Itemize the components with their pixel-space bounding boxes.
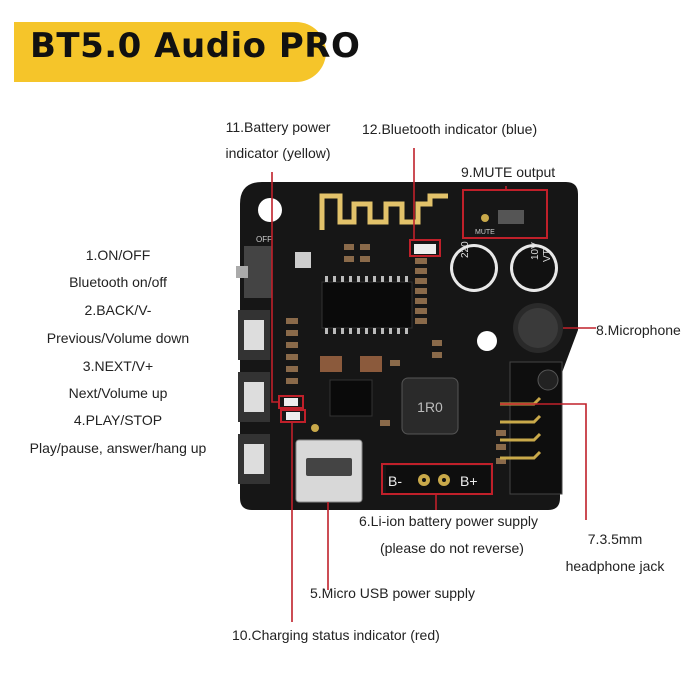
- tantalum-cap: [320, 356, 342, 372]
- label-liion: 6.Li-ion battery power supply: [359, 513, 538, 529]
- inductor: [401, 377, 459, 435]
- battery-led: [284, 398, 298, 406]
- label-microphone: 8.Microphone: [596, 322, 681, 338]
- mute-pad: [481, 214, 489, 222]
- side-buttons: [236, 246, 272, 484]
- chip-pins: [325, 276, 408, 334]
- callout-battery-pads: [381, 463, 493, 495]
- label-onoff-desc: Bluetooth on/off: [69, 274, 167, 290]
- label-onoff: 1.ON/OFF: [85, 247, 151, 263]
- label-jack-desc: headphone jack: [565, 558, 665, 574]
- label-usb: 5.Micro USB power supply: [310, 585, 475, 601]
- mounting-hole: [477, 331, 497, 351]
- label-back: 2.BACK/V-: [84, 302, 152, 318]
- label-play-desc: Play/pause, answer/hang up: [29, 440, 207, 456]
- bt-led: [414, 244, 436, 254]
- line-jack: [500, 403, 587, 520]
- tantalum-cap: [360, 356, 382, 372]
- label-next-desc: Next/Volume up: [68, 385, 168, 401]
- label-jack: 7.3.5mm: [587, 531, 643, 547]
- via: [311, 424, 319, 432]
- label-battery-indicator-line2: indicator (yellow): [225, 145, 331, 161]
- smd-components: [286, 244, 506, 464]
- callout-charging-led: [280, 409, 306, 423]
- callout-boxes: [278, 189, 548, 495]
- line-battery-led: [271, 172, 279, 403]
- power-chip: [329, 379, 373, 417]
- charging-led: [286, 412, 300, 420]
- title-banner: [14, 22, 326, 82]
- inductor-label: 1R0: [417, 399, 443, 415]
- label-charging: 10.Charging status indicator (red): [232, 627, 440, 643]
- label-battery-indicator-line1: 11.Battery power: [225, 119, 331, 135]
- label-liion-note: (please do not reverse): [380, 540, 524, 556]
- main-chip: [321, 281, 413, 329]
- page-title: BT5.0 Audio PRO: [30, 26, 361, 66]
- capacitor-label: VT: [542, 249, 553, 262]
- b-plus-label: B+: [460, 473, 478, 489]
- label-mute-output: 9.MUTE output: [461, 164, 556, 180]
- mute-smd: [498, 210, 524, 224]
- label-bt-indicator: 12.Bluetooth indicator (blue): [362, 121, 538, 137]
- callout-mute: [462, 189, 548, 239]
- mute-label: MUTE: [475, 229, 495, 236]
- label-next: 3.NEXT/V+: [82, 358, 154, 374]
- off-label: OFF: [256, 235, 272, 244]
- capacitor-label: 220: [460, 241, 471, 258]
- capacitor-label: 10V: [530, 242, 541, 260]
- mounting-hole: [258, 198, 282, 222]
- callout-lines: [271, 148, 596, 622]
- callout-bt-led: [409, 239, 441, 257]
- capacitor: [453, 247, 495, 289]
- label-back-desc: Previous/Volume down: [46, 330, 190, 346]
- antenna-trace: [319, 193, 448, 230]
- capacitor: [513, 247, 555, 289]
- b-minus-label: B-: [388, 473, 402, 489]
- crystal: [295, 252, 311, 268]
- label-play: 4.PLAY/STOP: [73, 412, 163, 428]
